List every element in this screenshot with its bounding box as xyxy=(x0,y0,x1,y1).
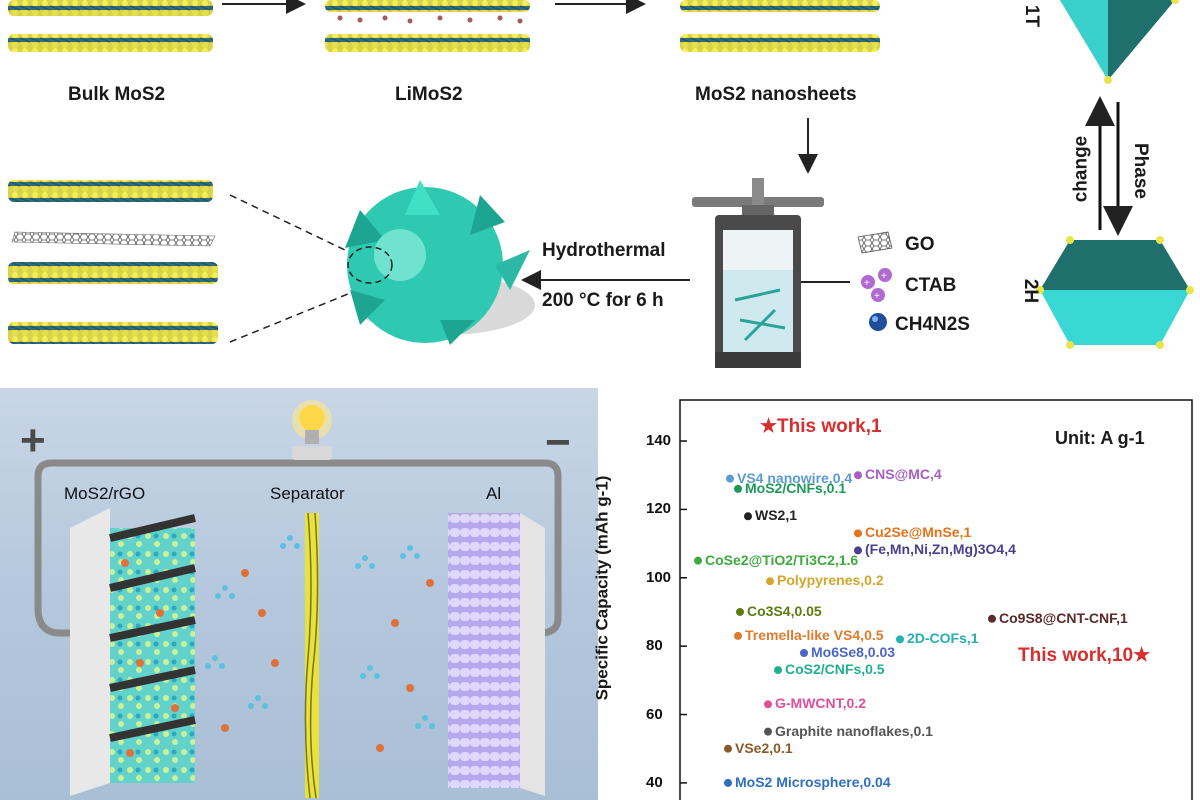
autoclave xyxy=(692,178,824,368)
this-work-label: This work,10★ xyxy=(1018,645,1151,667)
data-point xyxy=(694,556,702,565)
light-bulb-icon xyxy=(292,400,332,460)
data-point xyxy=(774,666,782,675)
limos2-layers xyxy=(325,0,530,52)
data-point xyxy=(744,512,752,521)
data-point xyxy=(764,727,772,736)
anion-clusters xyxy=(205,535,435,729)
battery-schematic: + − MoS2/rGO Separator Al xyxy=(0,388,598,800)
svg-text:+: + xyxy=(874,291,880,302)
reagent-thiourea: CH4N2S xyxy=(895,314,970,335)
data-point-label: Polypyrenes,0.2 xyxy=(777,572,884,589)
data-point-label: VSe2,0.1 xyxy=(735,739,793,756)
data-point-label: MoS2/CNFs,0.1 xyxy=(745,479,847,496)
stage-label-limos2: LiMoS2 xyxy=(395,84,463,105)
svg-text:+: + xyxy=(864,278,870,289)
y-axis-label: Specific Capacity (mAh g-1) xyxy=(592,475,612,701)
data-point-label: CoS2/CNFs,0.5 xyxy=(785,661,885,678)
thiourea-icon xyxy=(869,313,887,331)
y-tick-label: 40 xyxy=(646,773,663,791)
y-tick-label: 140 xyxy=(646,432,672,450)
synthesis-schematic: + + + xyxy=(8,0,1194,368)
data-point-label: Co9S8@CNT-CNF,1 xyxy=(999,609,1128,626)
data-point xyxy=(724,778,732,787)
phase-2h-polyhedron xyxy=(1036,236,1194,349)
y-tick-label: 100 xyxy=(646,568,672,586)
data-point xyxy=(854,546,862,555)
composite-layers xyxy=(8,180,218,344)
ctab-icon: + + + xyxy=(861,268,892,302)
data-point-label: Cu2Se@MnSe,1 xyxy=(865,524,972,541)
phase-1t-label: 1T xyxy=(1021,4,1043,28)
data-point xyxy=(724,744,732,753)
data-point xyxy=(896,635,904,644)
flower-nanostructure xyxy=(345,180,535,345)
bulk-mos2-layers xyxy=(8,0,213,52)
data-point-label: Mo6Se8,0.03 xyxy=(811,643,896,660)
electrolyte-ions xyxy=(221,569,434,752)
data-point-label: 2D-COFs,1 xyxy=(907,630,979,647)
data-point xyxy=(988,614,996,623)
cathode-label: MoS2/rGO xyxy=(64,484,146,503)
reagent-go: GO xyxy=(905,234,935,255)
data-point-label: VS4 nanowire,0.4 xyxy=(737,469,853,486)
positive-terminal: + xyxy=(20,416,46,465)
hydrothermal-condition: 200 °C for 6 h xyxy=(542,290,664,311)
data-point xyxy=(854,529,862,538)
data-point-label: Tremella-like VS4,0.5 xyxy=(745,626,884,643)
anode-electrode xyxy=(448,513,545,796)
chart-plot-area xyxy=(679,399,1193,800)
phase-1t-polyhedron xyxy=(1060,0,1179,84)
separator-label: Separator xyxy=(270,484,345,503)
data-point-label: WS2,1 xyxy=(755,507,798,524)
negative-terminal: − xyxy=(545,418,571,467)
phase-2h-label: 2H xyxy=(1020,278,1042,304)
y-tick-label: 60 xyxy=(646,705,663,723)
stage-label-nanosheets: MoS2 nanosheets xyxy=(695,84,857,105)
nanosheet-layers xyxy=(680,0,880,52)
y-tick-label: 120 xyxy=(646,500,672,518)
stage-label-bulk: Bulk MoS2 xyxy=(68,84,166,105)
data-point xyxy=(764,700,772,709)
data-point-label: MoS2 Microsphere,0.04 xyxy=(735,773,891,790)
zoom-line-top xyxy=(229,194,371,263)
unit-annotation: Unit: A g-1 xyxy=(1055,428,1145,448)
data-point xyxy=(800,648,808,657)
change-label: change xyxy=(1070,135,1092,203)
reagent-ctab: CTAB xyxy=(905,275,957,296)
data-point xyxy=(854,471,862,480)
chart-frame xyxy=(679,399,1193,800)
data-point xyxy=(766,577,774,586)
cathode-electrode xyxy=(70,508,196,796)
data-point xyxy=(734,484,742,493)
data-point-label: CNS@MC,4 xyxy=(865,466,942,483)
data-point xyxy=(726,474,734,483)
data-point xyxy=(734,631,742,640)
this-work-label: ★This work,1 xyxy=(760,416,882,438)
go-icon xyxy=(857,231,893,254)
y-tick-label: 80 xyxy=(646,637,663,655)
separator-membrane xyxy=(304,512,319,799)
zoom-line-bottom xyxy=(229,284,371,343)
svg-text:+: + xyxy=(881,271,887,282)
data-point-label: G-MWCNT,0.2 xyxy=(775,695,866,712)
anode-label: Al xyxy=(486,484,502,503)
data-point-label: (Fe,Mn,Ni,Zn,Mg)3O4,4 xyxy=(865,541,1016,558)
hydrothermal-label: Hydrothermal xyxy=(542,240,666,261)
data-point-label: Graphite nanoflakes,0.1 xyxy=(775,722,933,739)
data-point-label: Co3S4,0.05 xyxy=(747,602,822,619)
circuit-wire xyxy=(34,459,562,637)
phase-label: Phase xyxy=(1129,143,1151,199)
data-point xyxy=(736,607,744,616)
data-point-label: CoSe2@TiO2/Ti3C2,1.6 xyxy=(705,551,859,568)
